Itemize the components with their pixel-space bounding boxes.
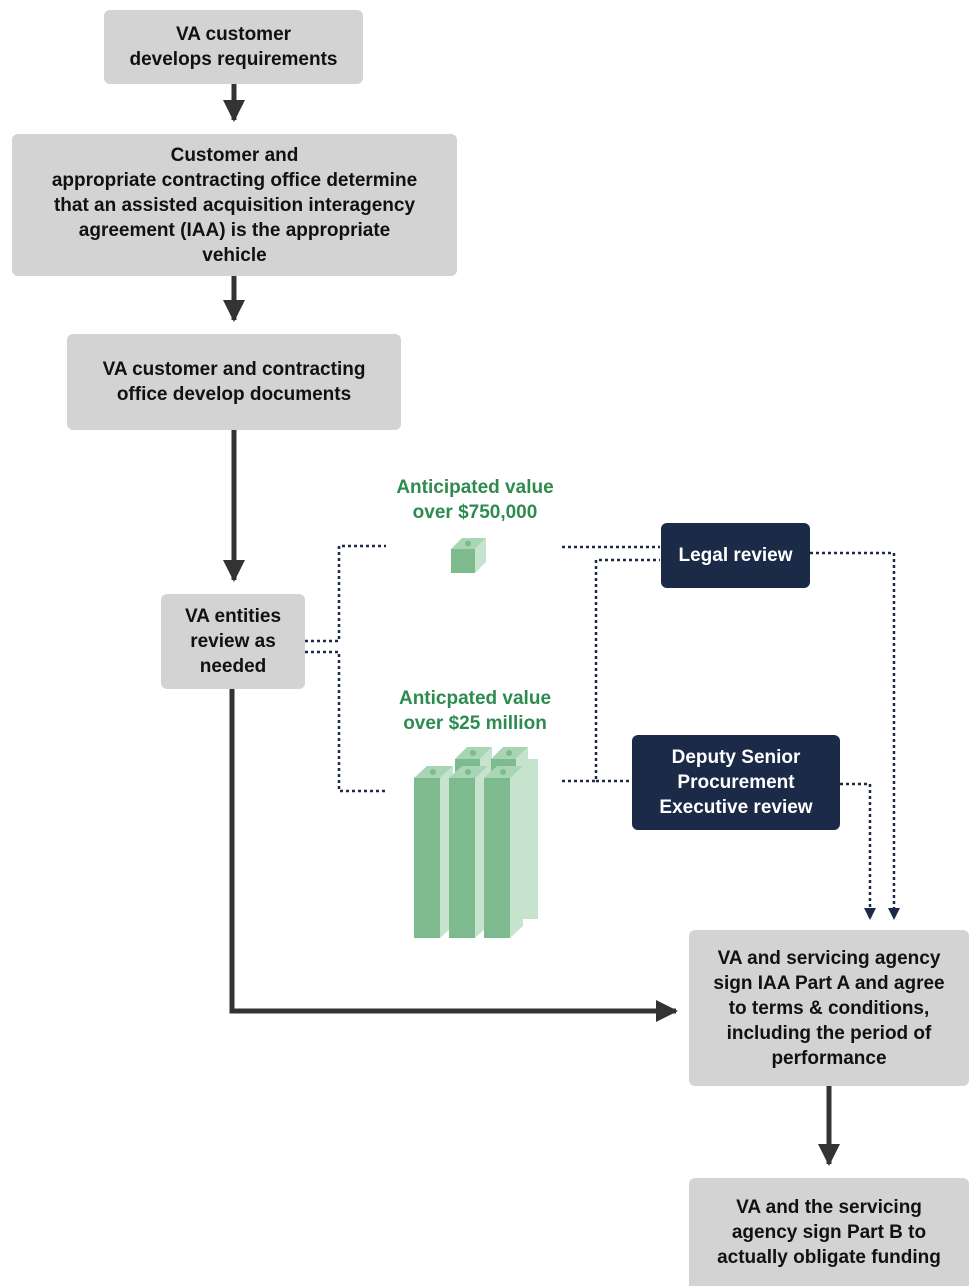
node-sign-part-b: VA and the servicing agency sign Part B …: [689, 1178, 969, 1286]
node-legal-review: Legal review: [661, 523, 810, 588]
dotted-review-to-small: [305, 544, 386, 643]
node-determine-iaa: Customer and appropriate contracting off…: [12, 134, 457, 276]
money-stack-icon: [451, 538, 486, 573]
arrow-review-to-part-a: [229, 689, 678, 1022]
dotted-legal-to-part-a: [810, 551, 900, 920]
threshold-small-label: Anticipated value over $750,000: [396, 477, 554, 523]
threshold-large-label: Anticpated value over $25 million: [398, 688, 552, 734]
dotted-review-to-large: [305, 650, 386, 793]
dotted-large-to-branch: [562, 558, 660, 783]
node-sign-part-a: VA and servicing agency sign IAA Part A …: [689, 930, 969, 1086]
dotted-dspe-to-part-a: [840, 782, 876, 920]
money-stacks-icon: [414, 747, 538, 938]
node-develop-requirements: VA customer develops requirements: [104, 10, 363, 84]
node-develop-documents: VA customer and contracting office devel…: [67, 334, 401, 430]
node-dspe-review: Deputy Senior Procurement Executive revi…: [632, 735, 840, 830]
node-entities-review: VA entities review as needed: [161, 594, 305, 689]
dotted-connectors: [305, 544, 900, 920]
solid-arrows: [223, 84, 840, 1166]
